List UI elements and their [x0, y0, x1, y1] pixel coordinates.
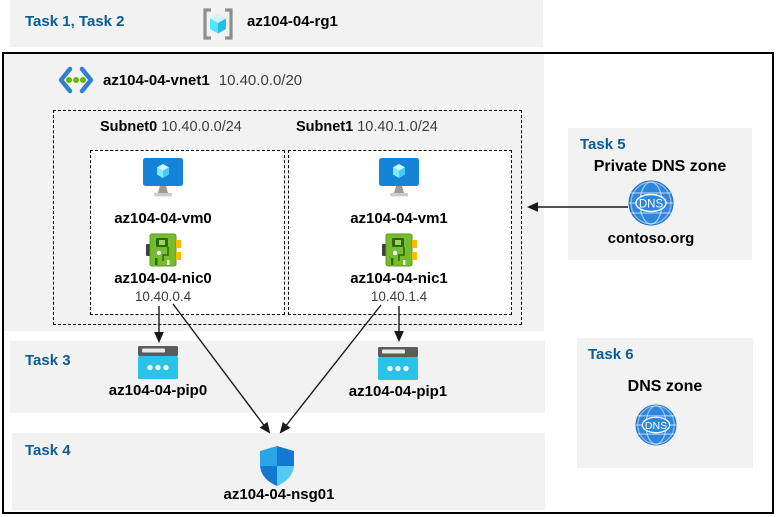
subnet0-cidr: 10.40.0.0/24: [161, 119, 242, 135]
subnet1-name: Subnet1: [296, 119, 354, 135]
subnet1-label: Subnet1 10.40.1.0/24: [296, 119, 438, 135]
dns-zone-title: DNS zone: [627, 378, 703, 395]
nic1-ip: 10.40.1.4: [370, 289, 428, 304]
nic1-icon: [382, 233, 417, 267]
resource-group-name: az104-04-rg1: [247, 13, 338, 30]
dns-zone-icon: DNS: [635, 404, 677, 446]
task1-2-band: Task 1, Task 2 az104-04-rg1: [10, 0, 543, 47]
pip0-name: az104-04-pip0: [108, 382, 208, 399]
private-dns-zone-title: Private DNS zone: [593, 158, 727, 175]
private-dns-zone-name: contoso.org: [607, 230, 695, 247]
vnet-header: az104-04-vnet1 10.40.0.0/20: [58, 64, 302, 96]
task4-band: Task 4 az104-04-nsg01: [12, 433, 545, 510]
nsg-shield-icon: [260, 446, 294, 486]
task5-label: Task 5: [580, 136, 626, 153]
task5-box: Task 5 Private DNS zone DNS contoso.org: [568, 128, 752, 260]
pip1-icon: [378, 347, 418, 380]
task4-label: Task 4: [25, 442, 71, 459]
private-dns-icon: DNS: [628, 180, 674, 226]
vnet-cidr: 10.40.0.0/20: [218, 71, 303, 89]
task3-band: Task 3 az104-04-pip0 az104-04-pip1: [10, 341, 545, 413]
nic0-ip: 10.40.0.4: [134, 289, 192, 304]
task6-box: Task 6 DNS zone DNS: [577, 338, 753, 468]
svg-text:DNS: DNS: [639, 199, 664, 211]
vm1-name: az104-04-vm1: [350, 210, 448, 227]
svg-text:DNS: DNS: [645, 420, 667, 432]
vm0-name: az104-04-vm0: [114, 210, 212, 227]
task6-label: Task 6: [588, 346, 634, 363]
resource-group-icon: [200, 5, 236, 43]
virtual-network-icon: [58, 66, 94, 94]
pip1-name: az104-04-pip1: [348, 383, 448, 400]
vm1-icon: [377, 158, 421, 199]
task1-2-label: Task 1, Task 2: [25, 13, 125, 30]
nic1-name: az104-04-nic1: [350, 270, 448, 287]
vm0-icon: [141, 158, 185, 199]
task3-label: Task 3: [25, 352, 71, 369]
pip0-icon: [138, 346, 178, 379]
subnet1-cidr: 10.40.1.0/24: [357, 119, 438, 135]
vnet-name: az104-04-vnet1: [103, 71, 210, 89]
nic0-name: az104-04-nic0: [114, 270, 212, 287]
nsg-name: az104-04-nsg01: [223, 486, 335, 503]
subnet0-label: Subnet0 10.40.0.0/24: [100, 119, 242, 135]
subnet0-name: Subnet0: [100, 119, 158, 135]
nic0-icon: [146, 233, 181, 267]
